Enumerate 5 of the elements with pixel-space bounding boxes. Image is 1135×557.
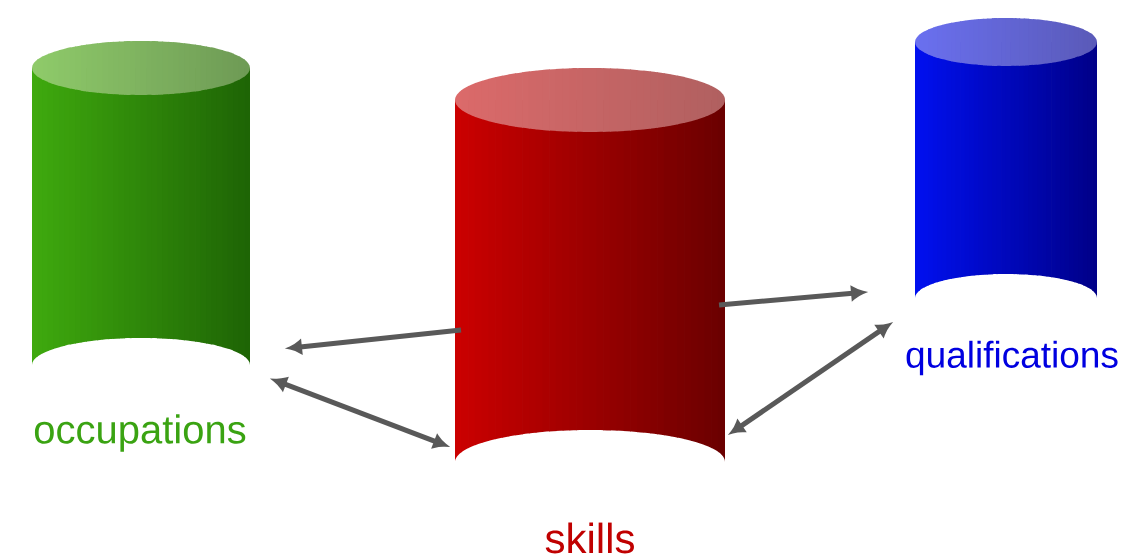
arrow xyxy=(730,323,891,434)
node-label: skills xyxy=(545,522,634,554)
node-label: qualifications xyxy=(906,340,1118,376)
arrow xyxy=(718,286,865,308)
node-label: occupations xyxy=(34,414,246,452)
